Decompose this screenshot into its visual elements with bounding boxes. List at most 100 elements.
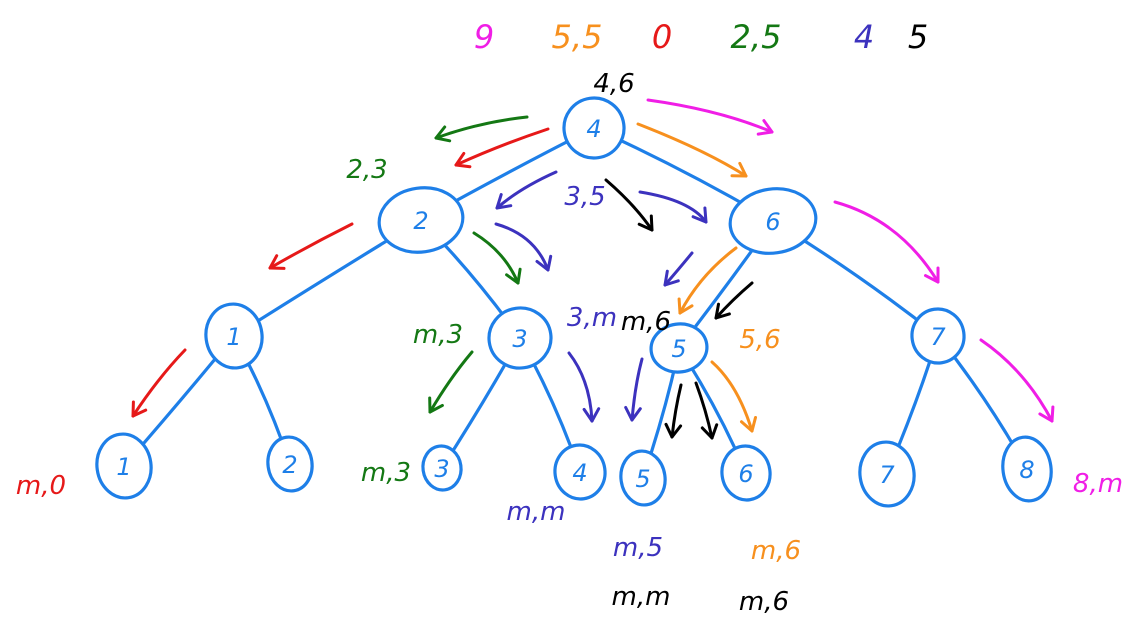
- node-label: 2: [413, 207, 428, 235]
- arrowhead: [756, 119, 774, 136]
- node-label: 3: [512, 325, 527, 353]
- tree-node-l5: 5: [619, 449, 667, 507]
- traversal-arrow-purple: [494, 222, 553, 272]
- node-label: 8: [1019, 456, 1034, 484]
- arrowhead: [131, 400, 148, 418]
- tree-node-l8: 8: [1001, 435, 1053, 503]
- arrowhead: [730, 161, 748, 178]
- node-label: 3: [434, 455, 449, 483]
- traversal-arrow-purple: [567, 351, 601, 423]
- node-label: 6: [738, 460, 753, 488]
- traversal-arrow-orange: [677, 246, 738, 315]
- traversal-arrow-black: [694, 381, 719, 440]
- annotation-a-l6b: m,6: [739, 587, 789, 617]
- annotation-a-n5: m,6: [621, 307, 671, 337]
- traversal-arrow-magenta: [979, 338, 1055, 423]
- nodes-layer: 4 2 6 1 3 5 7 1 2 3 4 5 6 7 8: [95, 96, 1053, 508]
- annotation-a-n5r: 5,6: [739, 325, 780, 355]
- arrowhead: [268, 254, 286, 270]
- traversal-arrow-black: [664, 383, 683, 439]
- arrowhead: [582, 407, 601, 423]
- arrows-layer: [131, 98, 1055, 440]
- arrowhead: [624, 406, 642, 422]
- node-label: 7: [879, 461, 895, 489]
- traversal-arrow-orange: [710, 360, 757, 433]
- tree-node-n5: 5: [649, 322, 709, 374]
- arrowhead: [505, 267, 522, 285]
- tree-node-n6: 6: [728, 187, 818, 255]
- traversal-arrow-black: [604, 178, 654, 232]
- arrowhead: [740, 416, 757, 433]
- traversal-arrow-purple: [663, 251, 694, 287]
- tree-node-n4: 4: [562, 96, 626, 160]
- annotation-a-l5b: m,m: [612, 582, 671, 612]
- node-label: 1: [226, 323, 241, 351]
- header-value-5: 5: [908, 18, 928, 56]
- traversal-arrow-purple: [624, 357, 644, 422]
- traversal-arrow-magenta: [833, 200, 940, 284]
- tree-node-n3: 3: [487, 306, 553, 370]
- node-label: 4: [586, 115, 601, 143]
- arrowhead: [700, 423, 719, 440]
- arrowhead: [637, 214, 654, 232]
- arrowhead: [924, 266, 940, 284]
- annotation-a-l1: m,0: [16, 471, 66, 501]
- tree-node-l6: 6: [720, 444, 772, 502]
- annotation-a-n2: 2,3: [346, 155, 387, 185]
- traversal-arrow-green: [434, 115, 529, 143]
- traversal-arrow-magenta: [646, 98, 774, 136]
- arrowhead: [454, 151, 472, 169]
- node-label: 4: [572, 459, 587, 487]
- annotation-a-n3l: m,3: [413, 320, 463, 350]
- arrowhead: [664, 422, 683, 439]
- header-value-4: 4: [854, 18, 874, 56]
- arrowhead: [535, 254, 553, 272]
- tree-node-l1: 1: [95, 432, 153, 500]
- traversal-arrow-green: [472, 231, 522, 285]
- annotation-a-root: 4,6: [593, 69, 634, 99]
- arrowhead: [495, 193, 513, 210]
- annotation-a-l6a: m,6: [751, 536, 801, 566]
- node-label: 6: [765, 208, 780, 236]
- annotation-a-l4: m,m: [507, 497, 566, 527]
- annotation-a-l8: 8,m: [1073, 469, 1123, 499]
- traversal-arrow-purple: [495, 170, 558, 210]
- tree-node-l3: 3: [421, 444, 463, 492]
- header-value-2: 0: [652, 18, 672, 56]
- traversal-arrow-red: [268, 222, 354, 270]
- traversal-arrow-green: [428, 350, 474, 414]
- tree-node-n2: 2: [377, 186, 465, 254]
- traversal-arrow-orange: [636, 122, 748, 178]
- annotation-a-mid: 3,5: [564, 182, 605, 212]
- annotation-a-l3: m,3: [361, 458, 411, 488]
- arrowhead: [714, 302, 731, 320]
- traversal-arrow-black: [714, 281, 754, 320]
- arrowhead: [1038, 405, 1055, 423]
- header-value-3: 2,5: [731, 18, 782, 56]
- arrowhead: [434, 125, 452, 143]
- header-value-1: 5,5: [552, 18, 603, 56]
- arrowhead: [428, 396, 444, 414]
- node-label: 5: [671, 335, 686, 363]
- tree-node-l4: 4: [553, 443, 607, 501]
- node-label: 5: [635, 465, 650, 493]
- tree-node-n1: 1: [204, 302, 264, 370]
- annotation-a-n3: 3,m: [567, 303, 617, 333]
- arrowhead: [677, 297, 694, 315]
- arrowhead: [663, 269, 680, 287]
- node-label: 2: [282, 451, 297, 479]
- node-label: 1: [116, 453, 131, 481]
- tree-node-l7: 7: [858, 440, 916, 508]
- arrowhead: [691, 206, 708, 224]
- node-label: 7: [930, 323, 946, 351]
- traversal-arrow-red: [454, 127, 550, 169]
- annotation-a-l5a: m,5: [613, 533, 663, 563]
- header-value-0: 9: [474, 18, 494, 56]
- tree-node-n7: 7: [910, 307, 966, 365]
- traversal-arrow-purple: [638, 190, 708, 224]
- traversal-arrow-red: [131, 348, 187, 418]
